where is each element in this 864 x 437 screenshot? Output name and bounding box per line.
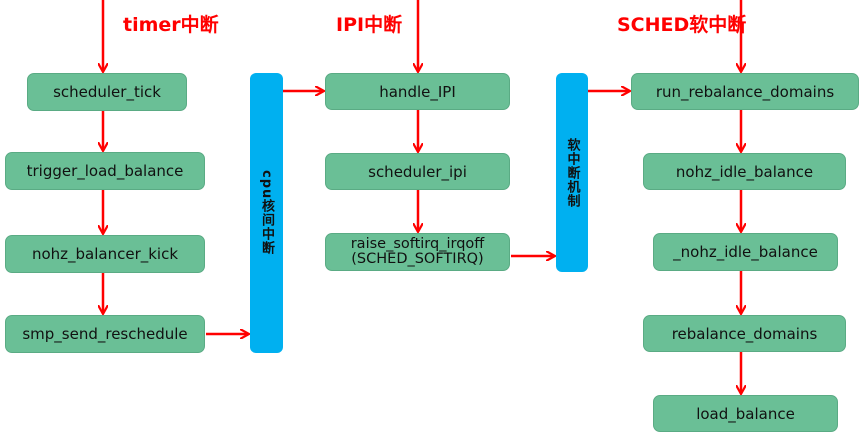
cpu-ipi-bar-label: cpu核间中断 [259,170,274,256]
node-nohz-balancer-kick[interactable]: nohz_balancer_kick [5,235,205,273]
node-scheduler-ipi[interactable]: scheduler_ipi [325,153,510,190]
node-raise-softirq-irqoff[interactable]: raise_softirq_irqoff (SCHED_SOFTIRQ) [325,233,510,271]
node-smp-send-reschedule[interactable]: smp_send_reschedule [5,315,205,353]
softirq-mechanism-bar[interactable]: 软中断机制 [556,73,588,272]
raise-softirq-line1: raise_softirq_irqoff [350,236,485,252]
node-run-rebalance-domains[interactable]: run_rebalance_domains [631,73,859,110]
node-nohz-idle-balance[interactable]: nohz_idle_balance [643,153,846,190]
node-rebalance-domains[interactable]: rebalance_domains [643,315,846,352]
node-scheduler-tick[interactable]: scheduler_tick [27,73,187,111]
cpu-ipi-bar[interactable]: cpu核间中断 [250,73,283,353]
timer-interrupt-label: timer中断 [123,14,219,36]
sched-softirq-label: SCHED软中断 [617,14,747,36]
softirq-mechanism-bar-label: 软中断机制 [564,137,580,208]
node-handle-ipi[interactable]: handle_IPI [325,73,510,110]
ipi-interrupt-label: IPI中断 [336,14,403,36]
node-_nohz-idle-balance[interactable]: _nohz_idle_balance [653,233,838,271]
raise-softirq-line2: (SCHED_SOFTIRQ) [351,251,484,267]
node-load-balance[interactable]: load_balance [653,395,838,432]
node-trigger-load-balance[interactable]: trigger_load_balance [5,152,205,190]
